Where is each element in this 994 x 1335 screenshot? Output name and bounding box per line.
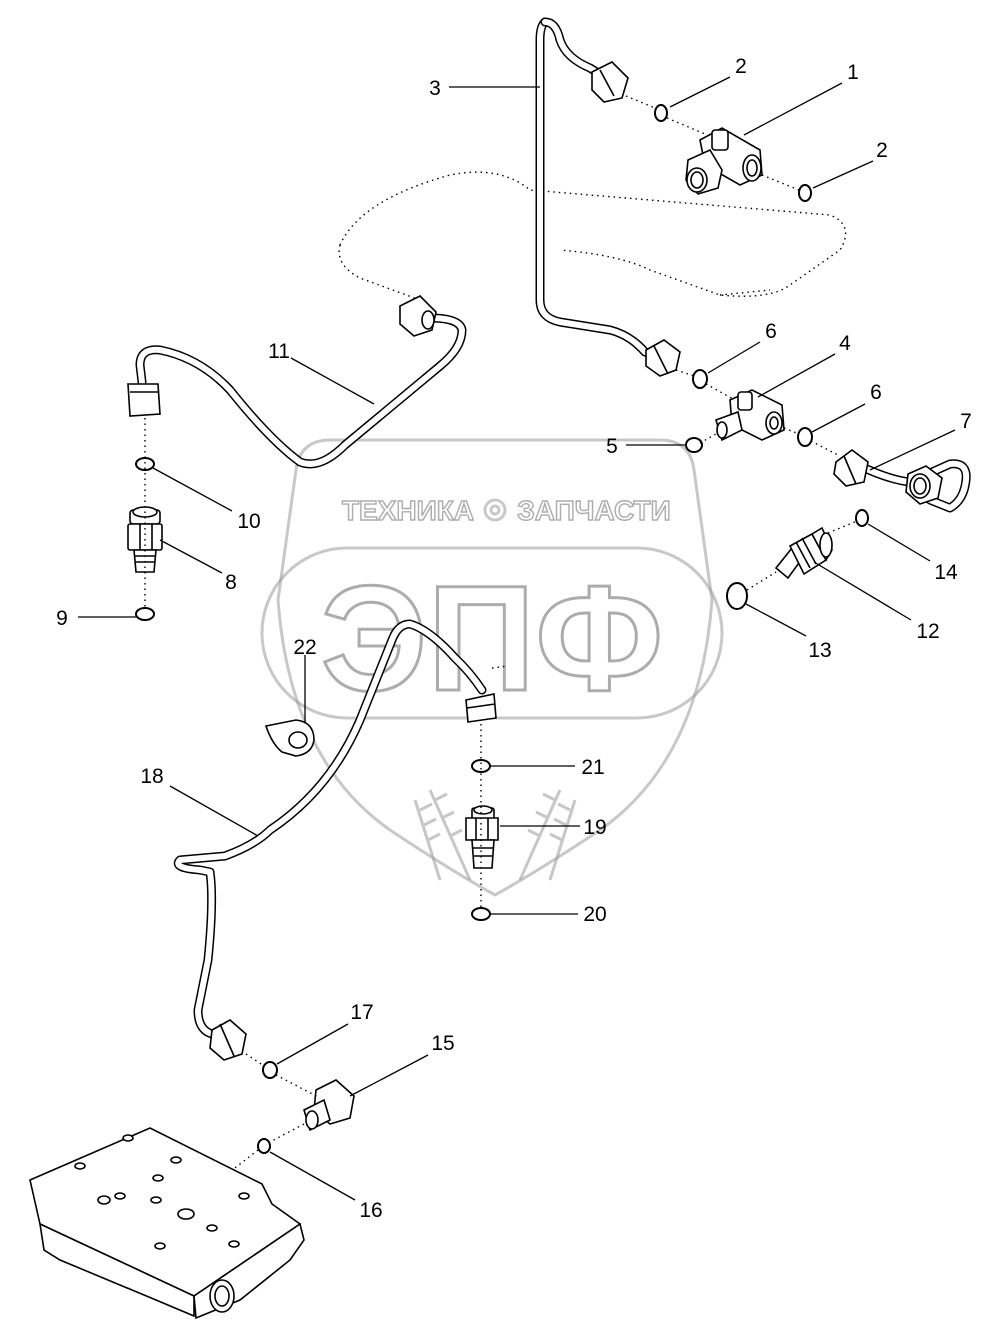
- o-ring-16: [257, 1138, 271, 1154]
- callout-17: 17: [350, 1001, 373, 1024]
- o-ring-5: [685, 437, 703, 453]
- callout-21: 21: [581, 756, 604, 779]
- callout-5: 5: [606, 435, 618, 458]
- watermark-shield: [276, 438, 714, 897]
- pipe-18: [173, 619, 497, 1061]
- callout-4: 4: [839, 332, 851, 355]
- callout-6b: 6: [870, 381, 882, 404]
- callout-15: 15: [431, 1032, 454, 1055]
- callout-13: 13: [808, 639, 831, 662]
- o-ring-14: [855, 509, 869, 527]
- pipe-7: [833, 449, 971, 513]
- clamp-22: [264, 719, 315, 757]
- callout-14: 14: [934, 561, 958, 584]
- callout-7: 7: [960, 410, 972, 433]
- phantom-outline: [338, 171, 847, 301]
- callout-2b: 2: [876, 139, 888, 162]
- tee-fitting-4: [715, 389, 785, 442]
- leader-lines: [78, 76, 956, 1201]
- valve-block: [29, 1127, 305, 1320]
- callout-19: 19: [583, 816, 606, 839]
- callout-labels: 1 2 2 3 4 5 6 6 7 8 9 10 11 12 13 14 15 …: [56, 55, 972, 1222]
- o-ring-9: [135, 607, 155, 621]
- callout-18: 18: [140, 765, 163, 788]
- pipe-3: [535, 17, 681, 377]
- callout-22: 22: [293, 636, 316, 659]
- callout-6a: 6: [765, 320, 777, 343]
- o-ring-6b: [797, 427, 813, 447]
- fitting-15: [303, 1079, 355, 1132]
- watermark-wheat: [413, 789, 577, 881]
- o-ring-13: [726, 582, 748, 610]
- callout-20: 20: [583, 903, 606, 926]
- o-ring-2b: [798, 184, 812, 202]
- callout-11: 11: [268, 340, 290, 363]
- o-ring-6a: [692, 369, 708, 389]
- watermark-text-left: ТЕХНИКА: [342, 495, 474, 526]
- callout-8: 8: [225, 571, 237, 594]
- gear-icon: [483, 498, 507, 522]
- o-ring-20: [471, 907, 491, 921]
- callout-10: 10: [237, 510, 260, 533]
- callout-1: 1: [847, 61, 859, 84]
- callout-9: 9: [56, 607, 68, 630]
- o-ring-21: [471, 759, 491, 773]
- callout-2a: 2: [735, 55, 747, 78]
- pipe-11: [127, 295, 467, 469]
- callout-16: 16: [359, 1199, 382, 1222]
- fitting-12: [774, 526, 833, 580]
- callout-3: 3: [429, 77, 441, 100]
- tee-fitting-1: [685, 127, 763, 195]
- watermark-text-right: ЗАПЧАСТИ: [517, 495, 670, 526]
- o-ring-2a: [654, 104, 668, 122]
- fitting-19: [465, 805, 499, 869]
- o-ring-17: [262, 1061, 278, 1079]
- callout-12: 12: [916, 620, 939, 643]
